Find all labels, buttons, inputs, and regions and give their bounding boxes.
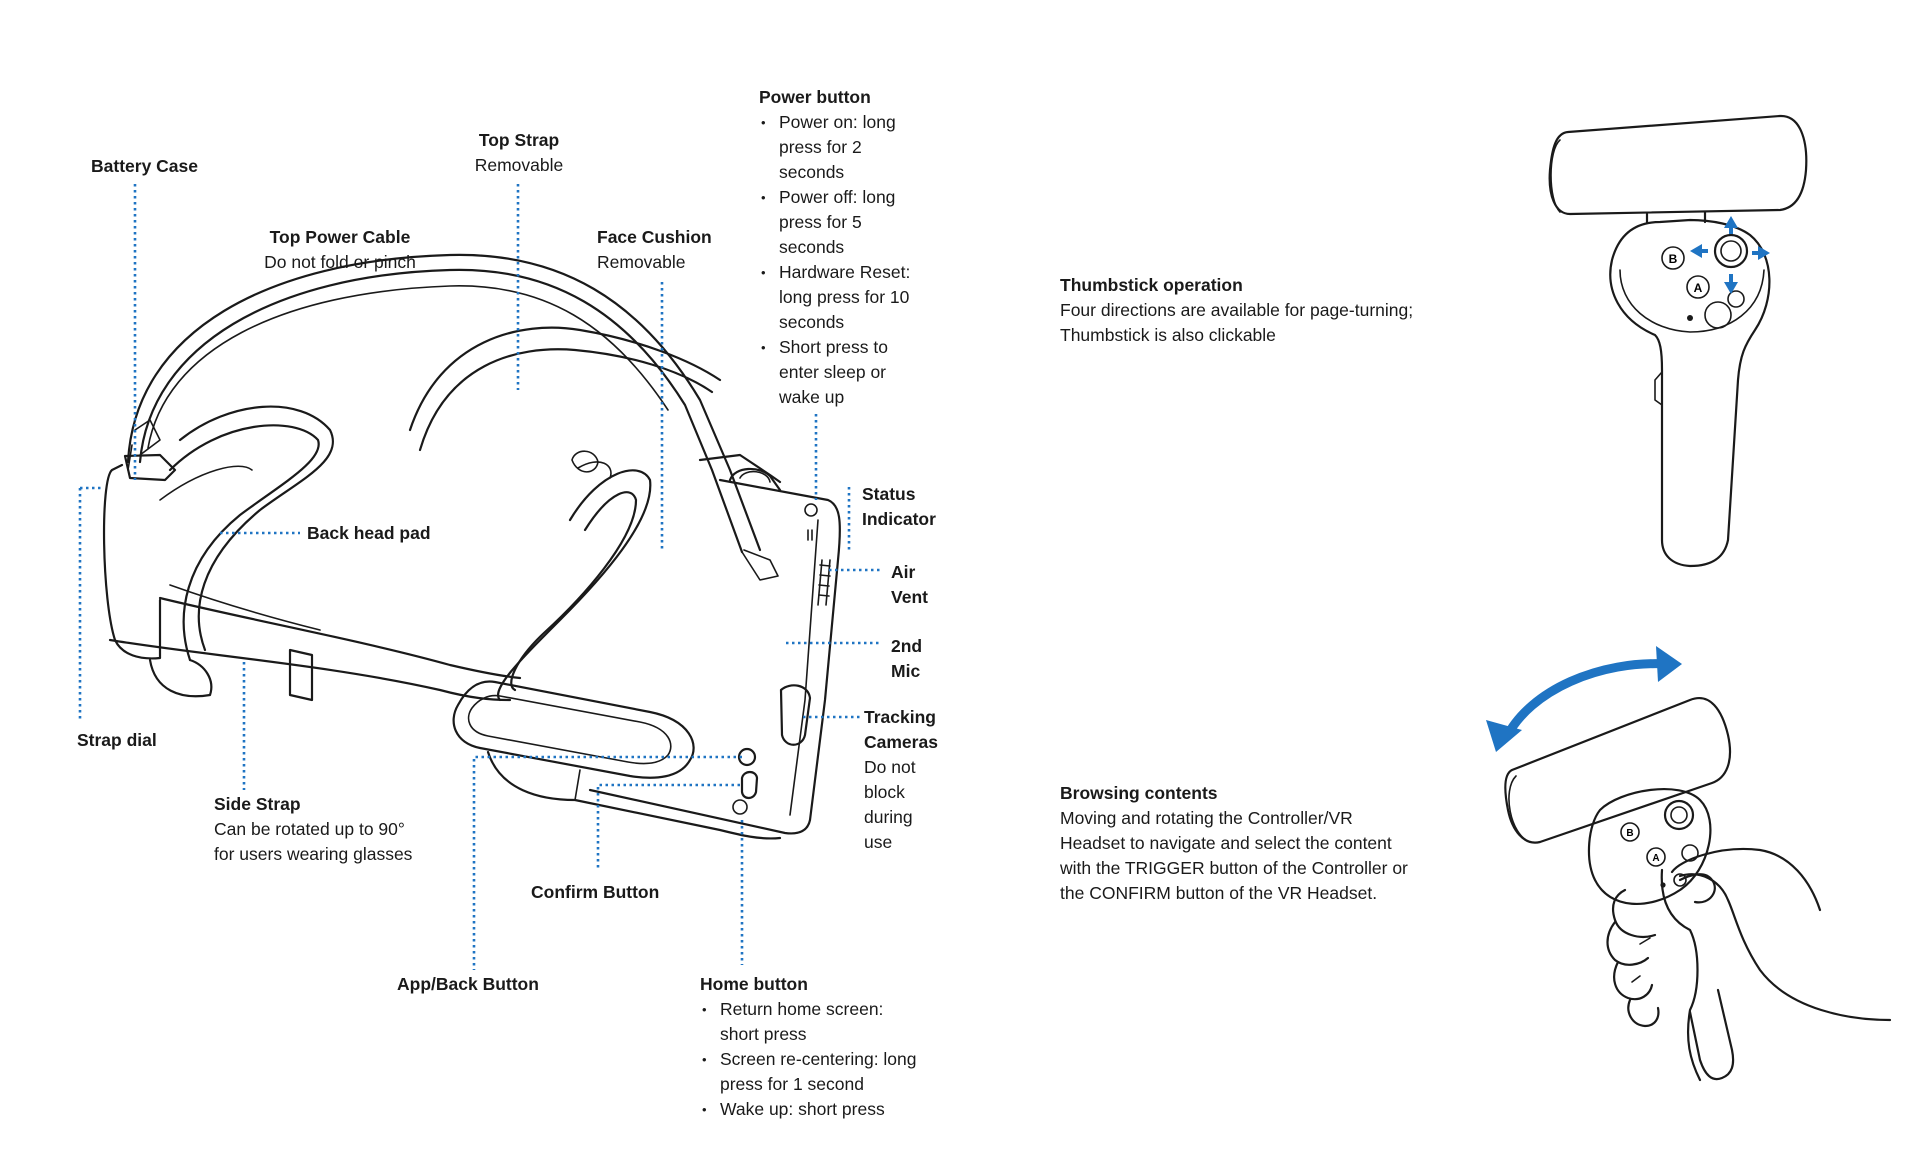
power-button-item: Hardware Reset: long press for 10 second… <box>759 260 919 335</box>
top-power-cable-desc: Do not fold or pinch <box>250 250 430 275</box>
tracking-cameras-title-1: Tracking <box>864 705 954 730</box>
second-mic-label: 2nd Mic <box>891 634 922 684</box>
power-button-item: Power on: long press for 2 seconds <box>759 110 909 185</box>
controller-thumbstick-drawing: B A <box>1550 116 1807 566</box>
face-cushion-title: Face Cushion <box>597 225 712 250</box>
home-button-item: Screen re-centering: long press for 1 se… <box>700 1047 920 1097</box>
tracking-cameras-desc: Do not block during use <box>864 755 924 855</box>
side-strap-label: Side Strap Can be rotated up to 90° for … <box>214 792 412 867</box>
battery-case-title: Battery Case <box>91 154 198 179</box>
thumbstick-operation-desc-1: Four directions are available for page-t… <box>1060 298 1413 323</box>
air-vent-label: Air Vent <box>891 560 928 610</box>
battery-case-label: Battery Case <box>91 154 198 179</box>
controller2-a-button-label: A <box>1652 853 1659 864</box>
power-button-item: Power off: long press for 5 seconds <box>759 185 909 260</box>
air-vent-title-1: Air <box>891 560 928 585</box>
back-head-pad-label: Back head pad <box>307 521 431 546</box>
browsing-contents-desc-2: Headset to navigate and select the conte… <box>1060 831 1408 856</box>
controller-b-button-label: B <box>1669 252 1678 266</box>
strap-dial-label: Strap dial <box>77 728 157 753</box>
side-strap-title: Side Strap <box>214 792 412 817</box>
top-strap-desc: Removable <box>460 153 578 178</box>
tracking-cameras-title-2: Cameras <box>864 730 954 755</box>
status-indicator-title-2: Indicator <box>862 507 936 532</box>
controller2-b-button-label: B <box>1626 828 1633 839</box>
back-head-pad-title: Back head pad <box>307 521 431 546</box>
confirm-button-label: Confirm Button <box>531 880 659 905</box>
thumbstick-operation-label: Thumbstick operation Four directions are… <box>1060 273 1413 348</box>
browsing-contents-desc-3: with the TRIGGER button of the Controlle… <box>1060 856 1408 881</box>
power-button-list: Power on: long press for 2 seconds Power… <box>759 110 929 410</box>
controller-a-button-label: A <box>1694 281 1703 295</box>
power-button-title: Power button <box>759 85 929 110</box>
home-button-label: Home button Return home screen: short pr… <box>700 972 920 1122</box>
controller-browsing-drawing: B A <box>1486 646 1890 1080</box>
top-strap-label: Top Strap Removable <box>460 128 578 178</box>
face-cushion-label: Face Cushion Removable <box>597 225 712 275</box>
face-cushion-desc: Removable <box>597 250 712 275</box>
home-button-list: Return home screen: short press Screen r… <box>700 997 920 1122</box>
tracking-cameras-label: Tracking Cameras Do not block during use <box>864 705 954 855</box>
second-mic-title-2: Mic <box>891 659 922 684</box>
headset-drawing <box>104 255 840 839</box>
home-button-item: Wake up: short press <box>700 1097 920 1122</box>
power-button-item: Short press to enter sleep or wake up <box>759 335 904 410</box>
thumbstick-operation-title: Thumbstick operation <box>1060 273 1413 298</box>
power-button-label: Power button Power on: long press for 2 … <box>759 85 929 410</box>
thumbstick-operation-desc-2: Thumbstick is also clickable <box>1060 323 1413 348</box>
browsing-contents-title: Browsing contents <box>1060 781 1408 806</box>
browsing-contents-desc-4: the CONFIRM button of the VR Headset. <box>1060 881 1408 906</box>
status-indicator-title-1: Status <box>862 482 936 507</box>
confirm-button-title: Confirm Button <box>531 880 659 905</box>
app-back-button-title: App/Back Button <box>397 972 539 997</box>
browsing-contents-desc-1: Moving and rotating the Controller/VR <box>1060 806 1408 831</box>
side-strap-desc-1: Can be rotated up to 90° <box>214 817 412 842</box>
side-strap-desc-2: for users wearing glasses <box>214 842 412 867</box>
top-strap-title: Top Strap <box>460 128 578 153</box>
strap-dial-title: Strap dial <box>77 728 157 753</box>
app-back-button-label: App/Back Button <box>397 972 539 997</box>
status-indicator-label: Status Indicator <box>862 482 936 532</box>
browsing-contents-label: Browsing contents Moving and rotating th… <box>1060 781 1408 906</box>
home-button-title: Home button <box>700 972 920 997</box>
home-button-item: Return home screen: short press <box>700 997 905 1047</box>
second-mic-title-1: 2nd <box>891 634 922 659</box>
top-power-cable-title: Top Power Cable <box>250 225 430 250</box>
air-vent-title-2: Vent <box>891 585 928 610</box>
top-power-cable-label: Top Power Cable Do not fold or pinch <box>250 225 430 275</box>
